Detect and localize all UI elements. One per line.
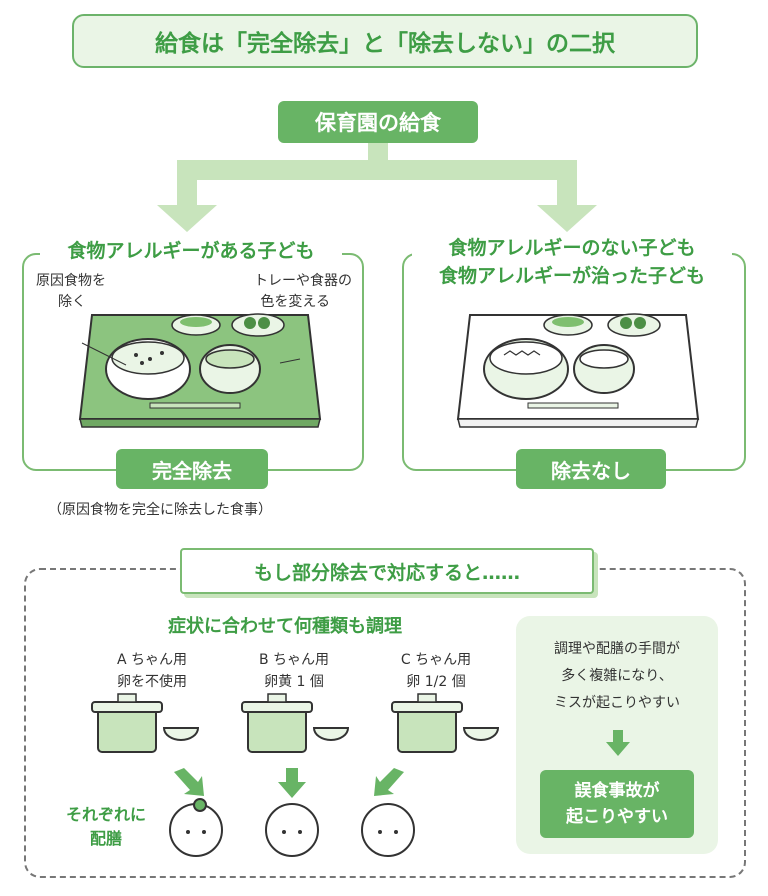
right-heading-line2: 食物アレルギーが治った子ども bbox=[438, 265, 705, 287]
serve-line1: それぞれに bbox=[65, 805, 146, 824]
result-line2: 起こりやすい bbox=[566, 807, 668, 827]
risk-line3: ミスが起こりやすい bbox=[554, 695, 680, 711]
result-accident-box: 誤食事故が 起こりやすい bbox=[540, 770, 694, 838]
partial-banner-text: もし部分除去で対応すると…… bbox=[253, 561, 520, 584]
kid-c-line2: 卵 1/2 個 bbox=[406, 674, 466, 690]
caption-complete-removal: （原因食物を完全に除去した食事） bbox=[48, 502, 272, 518]
green-tray-illustration bbox=[78, 313, 322, 428]
note-change-tray-color: トレーや食器の 色を変える bbox=[222, 271, 352, 313]
result-line1: 誤食事故が bbox=[574, 781, 660, 801]
kid-a-line1: A ちゃん用 bbox=[116, 652, 188, 668]
risk-text: 調理や配膳の手間が 多く複雑になり、 ミスが起こりやすい bbox=[520, 636, 714, 717]
kid-c-line1: C ちゃん用 bbox=[400, 652, 472, 668]
pot-group-a bbox=[91, 693, 200, 753]
left-panel-heading: 食物アレルギーがある子ども bbox=[40, 236, 342, 263]
down-arrows bbox=[174, 768, 404, 798]
child-faces bbox=[169, 798, 415, 857]
main-title: 給食は「完全除去」と「除去しない」の二択 bbox=[72, 14, 698, 68]
pot-group-b bbox=[241, 693, 350, 753]
white-tray-illustration bbox=[456, 313, 700, 428]
kid-c-label: C ちゃん用 卵 1/2 個 bbox=[376, 649, 496, 693]
serve-label: それぞれに 配膳 bbox=[56, 803, 156, 851]
serve-line2: 配膳 bbox=[89, 829, 122, 848]
pot-group-c bbox=[391, 693, 500, 753]
risk-arrow bbox=[606, 730, 630, 756]
kid-b-line1: B ちゃん用 bbox=[258, 652, 330, 668]
kid-a-label: A ちゃん用 卵を不使用 bbox=[92, 649, 212, 693]
right-heading-line1: 食物アレルギーのない子ども bbox=[448, 237, 696, 259]
partial-subheading: 症状に合わせて何種類も調理 bbox=[168, 616, 402, 637]
label-no-removal: 除去なし bbox=[516, 449, 666, 489]
top-node-nursery-lunch: 保育園の給食 bbox=[278, 101, 478, 143]
note-tray-line1: トレーや食器の bbox=[254, 273, 352, 289]
note-tray-line2: 色を変える bbox=[260, 294, 330, 310]
kid-b-label: B ちゃん用 卵黄 1 個 bbox=[234, 649, 354, 693]
note-remove-line2: 除く bbox=[58, 294, 86, 310]
partial-banner: もし部分除去で対応すると…… bbox=[180, 548, 594, 594]
kid-a-line2: 卵を不使用 bbox=[117, 674, 187, 690]
note-remove-line1: 原因食物を bbox=[36, 273, 106, 289]
kid-b-line2: 卵黄 1 個 bbox=[264, 674, 324, 690]
label-complete-removal: 完全除去 bbox=[116, 449, 268, 489]
risk-line2: 多く複雑になり、 bbox=[561, 668, 673, 684]
risk-line1: 調理や配膳の手間が bbox=[554, 641, 680, 657]
note-remove-allergen: 原因食物を 除く bbox=[36, 271, 146, 313]
right-panel-heading: 食物アレルギーのない子ども 食物アレルギーが治った子ども bbox=[412, 234, 732, 290]
